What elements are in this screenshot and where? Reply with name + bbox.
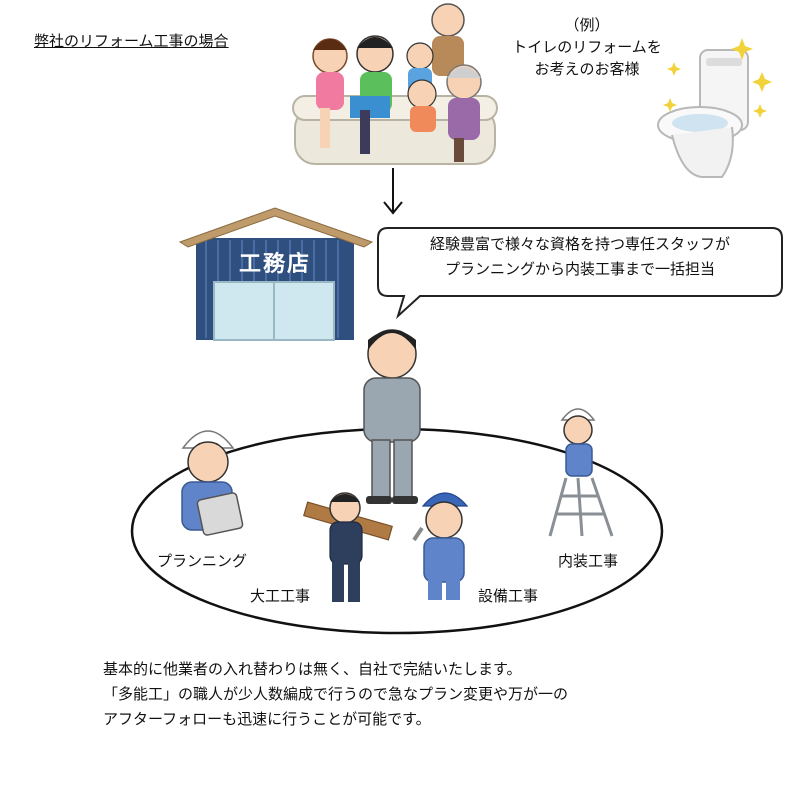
manager-illustration [363,329,421,504]
sparkle-icons [663,38,772,118]
speech-bubble-text: 経験豊富で様々な資格を持つ専任スタッフが プランニングから内装工事まで一括担当 [380,232,780,282]
shop-sign: 工務店 [238,252,311,277]
role-label-interior: 内装工事 [558,552,619,570]
speech-bubble-line-2: プランニングから内装工事まで一括担当 [444,260,715,278]
family-illustration [292,3,498,165]
example-caption: （例） トイレのリフォームを お考えのお客様 [498,14,676,80]
footer-description: 基本的に他業者の入れ替わりは無く、自社で完結いたします。 「多能工」の職人が少人… [103,657,568,732]
speech-bubble [377,227,783,320]
down-arrow-icon [383,168,403,215]
role-label-carpentry: 大工工事 [250,587,311,605]
footer-line-1: 基本的に他業者の入れ替わりは無く、自社で完結いたします。 [103,660,522,678]
example-label: （例） [564,16,610,34]
page-title: 弊社のリフォーム工事の場合 [34,32,229,50]
carpenter-illustration [303,492,393,602]
example-line-1: トイレのリフォームを [512,38,662,56]
footer-line-2: 「多能工」の職人が少人数編成で行うので急なプラン変更や万が一の [103,685,569,703]
role-label-planning: プランニング [157,552,248,570]
shop-building-illustration [178,207,374,341]
footer-line-3: アフターフォローも迅速に行うことが可能です。 [103,710,431,728]
role-label-plumbing: 設備工事 [478,587,539,605]
plumber-illustration [412,492,469,600]
toilet-illustration [657,49,749,178]
interior-worker-illustration [548,408,614,537]
speech-bubble-line-1: 経験豊富で様々な資格を持つ専任スタッフが [429,235,730,253]
example-line-2: お考えのお客様 [534,60,640,78]
planner-illustration [181,430,244,536]
